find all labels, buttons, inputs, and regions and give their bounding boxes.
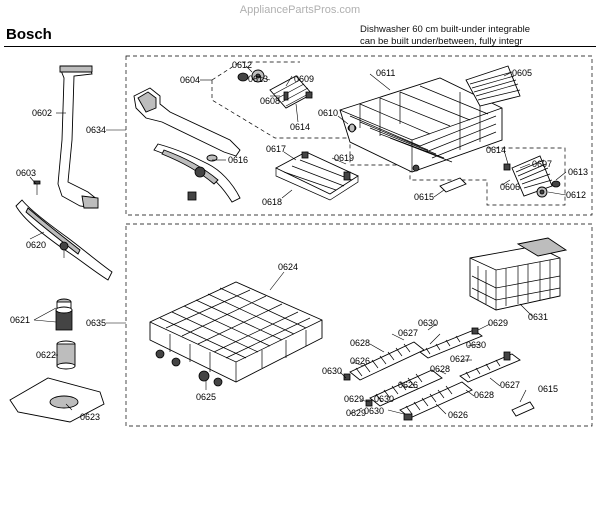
description-line-2: can be built under/between, fully integr	[360, 36, 523, 47]
label-0627-c: 0627	[500, 380, 520, 390]
label-0634: 0634	[86, 125, 106, 135]
label-0609: 0609	[294, 74, 314, 84]
part-0620-lower-spray-arm	[15, 199, 113, 281]
part-0607-cup-rack-right	[503, 155, 561, 198]
label-0631: 0631	[528, 312, 548, 322]
label-0630-a: 0630	[418, 318, 438, 328]
label-0613-lower: 0613	[568, 167, 588, 177]
label-0618: 0618	[262, 197, 282, 207]
upper-rack-group-box	[125, 55, 593, 216]
label-0625: 0625	[196, 392, 216, 402]
label-0617: 0617	[266, 144, 286, 154]
part-0628-tine-row-upper-1	[419, 327, 483, 359]
lower-rack-group-box	[125, 223, 593, 427]
label-0630-c: 0630	[322, 366, 342, 376]
part-0626-tine-row-2	[365, 369, 443, 407]
label-0614-lower: 0614	[486, 145, 506, 155]
label-0610: 0610	[318, 108, 338, 118]
label-0615-upper: 0615	[414, 192, 434, 202]
part-0603-screw	[33, 180, 41, 195]
label-0626-a: 0626	[350, 356, 370, 366]
label-0602: 0602	[32, 108, 52, 118]
label-0626-c: 0626	[448, 410, 468, 420]
part-0610-rack-wheel	[348, 123, 356, 133]
header-rule	[4, 46, 596, 47]
label-0614-upper: 0614	[290, 122, 310, 132]
label-0608: 0608	[260, 96, 280, 106]
part-0602-feed-pipe	[57, 65, 99, 209]
part-0615-clip-lower	[511, 401, 535, 417]
label-0629-b: 0629	[344, 394, 364, 404]
label-0630-e: 0630	[364, 406, 384, 416]
label-0627-a: 0627	[398, 328, 418, 338]
label-0626-b: 0626	[398, 380, 418, 390]
label-0606: 0606	[500, 182, 520, 192]
label-0604: 0604	[180, 75, 200, 85]
part-0608-cup-rack-left	[269, 75, 313, 109]
part-0628-tine-row-upper-2	[459, 351, 521, 383]
label-0607: 0607	[532, 159, 552, 169]
part-0621-micro-filter	[55, 298, 73, 331]
part-0604-upper-spray-arm-feed	[133, 87, 241, 157]
label-0627-b: 0627	[450, 354, 470, 364]
brand-title: Bosch	[6, 26, 52, 43]
label-0611: 0611	[376, 68, 395, 78]
upper-inner-dashed-top	[211, 61, 300, 81]
part-0626-tine-row-3	[399, 381, 473, 421]
label-0616: 0616	[228, 155, 248, 165]
watermark: AppliancePartsPros.com	[239, 4, 361, 16]
part-0612-wheel-left	[237, 69, 265, 83]
label-0623: 0623	[80, 412, 100, 422]
label-0628-c: 0628	[474, 390, 494, 400]
label-0613-upper: 0613	[248, 74, 268, 84]
description-line-1: Dishwasher 60 cm built-under integrable	[360, 24, 531, 35]
label-0635: 0635	[86, 318, 106, 328]
part-0623-filter-plate	[9, 377, 105, 423]
label-0620: 0620	[26, 240, 46, 250]
part-0624-lower-rack	[149, 281, 323, 387]
label-0629-c: 0629	[346, 408, 366, 418]
label-0628-b: 0628	[430, 364, 450, 374]
part-0616-upper-spray-arm	[153, 143, 241, 203]
label-0612-lower: 0612	[566, 190, 586, 200]
part-0611-upper-rack	[339, 77, 503, 173]
leader-lines	[29, 65, 567, 415]
label-0603: 0603	[16, 168, 36, 178]
label-0612-upper: 0612	[232, 60, 252, 70]
label-0630-d: 0630	[374, 394, 394, 404]
part-0622-fine-filter	[56, 340, 76, 370]
label-0628-a: 0628	[350, 338, 370, 348]
label-0624: 0624	[278, 262, 298, 272]
label-0629-a: 0629	[488, 318, 508, 328]
label-0630-b: 0630	[466, 340, 486, 350]
label-0605: 0605	[512, 68, 532, 78]
model-description: Dishwasher 60 cm built-under integrable …	[360, 24, 590, 48]
part-0631-cutlery-basket	[469, 237, 568, 311]
part-0617-cup-shelf	[275, 151, 359, 201]
label-0622: 0622	[36, 350, 56, 360]
label-0615-lower: 0615	[538, 384, 558, 394]
label-0619: 0619	[334, 153, 354, 163]
label-0621: 0621	[10, 315, 30, 325]
part-0605-tine-row	[465, 65, 521, 107]
